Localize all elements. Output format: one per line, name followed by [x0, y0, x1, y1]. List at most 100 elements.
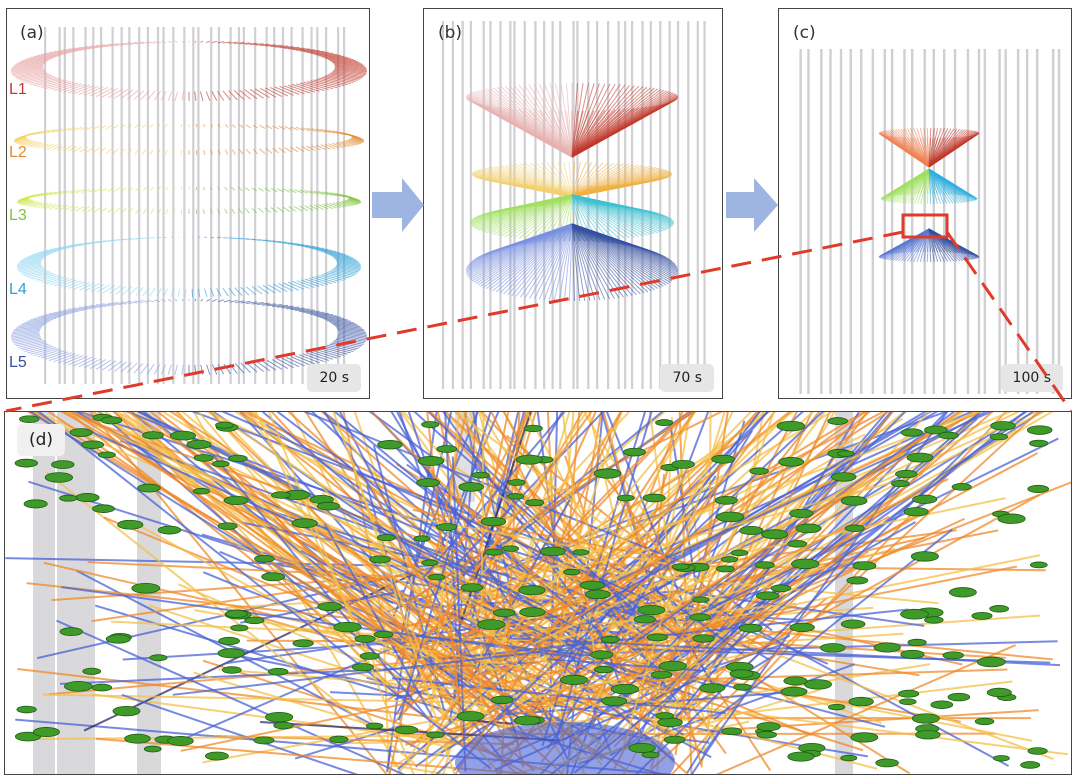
- pillar: [923, 49, 926, 394]
- ring-stroke: [299, 82, 325, 91]
- ring-stroke: [12, 69, 45, 76]
- ring-stroke: [316, 78, 345, 87]
- pillar: [489, 21, 492, 389]
- cone-stroke: [571, 82, 579, 158]
- sensor-node: [890, 480, 910, 488]
- ring-stroke: [200, 364, 204, 375]
- ring-stroke: [42, 129, 54, 134]
- pillar: [242, 27, 245, 384]
- connection-line: [543, 412, 1039, 635]
- pillar: [290, 27, 293, 384]
- ring-stroke: [322, 191, 333, 196]
- pillar: [509, 21, 512, 389]
- cone-stroke: [535, 162, 573, 198]
- ring-stroke: [135, 187, 140, 191]
- connection-line: [619, 565, 1018, 646]
- ring-stroke: [34, 130, 46, 135]
- ring-stroke: [33, 78, 62, 87]
- ring-stroke: [200, 40, 204, 43]
- sensor-node: [218, 636, 240, 646]
- pillar: [1057, 49, 1061, 394]
- ring-stroke: [31, 142, 43, 148]
- sensor-node: [421, 421, 440, 428]
- pillar: [138, 27, 141, 384]
- sensor-node: [273, 721, 294, 730]
- sensor-node: [19, 415, 40, 423]
- pillar: [210, 27, 213, 384]
- ring-stroke: [59, 204, 69, 211]
- pillar: [146, 27, 150, 384]
- cone-stroke: [909, 128, 930, 168]
- sensor-node: [840, 754, 858, 762]
- pillar: [63, 27, 66, 384]
- sensor-node: [59, 494, 78, 502]
- ring-stroke: [217, 123, 221, 128]
- ring-stroke: [41, 191, 52, 197]
- cone-stroke: [916, 127, 930, 168]
- sensor-node: [230, 624, 249, 632]
- ring-stroke: [142, 186, 147, 191]
- sensor-node: [787, 540, 808, 548]
- ring-stroke: [311, 145, 322, 151]
- sensor-node: [804, 679, 832, 690]
- ring-stroke: [67, 127, 77, 132]
- ring-stroke: [195, 186, 198, 191]
- sensor-node: [637, 604, 666, 616]
- pillar: [1025, 49, 1029, 394]
- ring-stroke: [24, 57, 55, 61]
- connection-line: [392, 764, 450, 774]
- ring-stroke: [133, 41, 144, 45]
- sensor-node: [990, 421, 1016, 431]
- panel-a-time-badge: 20 s: [307, 364, 361, 392]
- pillar: [120, 27, 123, 384]
- ring-stroke: [13, 62, 45, 67]
- sensor-node: [795, 523, 822, 534]
- sensor-node: [291, 518, 318, 529]
- ring-stroke: [265, 44, 283, 47]
- sensor-node: [733, 683, 752, 691]
- ring-stroke: [326, 203, 337, 209]
- sensor-node: [157, 525, 182, 535]
- sensor-node: [212, 460, 230, 468]
- ring-stroke: [30, 77, 60, 86]
- ring-stroke: [174, 40, 178, 43]
- ring-stroke: [14, 137, 28, 143]
- cone-stroke: [919, 127, 930, 168]
- ring-stroke: [319, 55, 348, 58]
- ring-stroke: [119, 124, 126, 129]
- ring-stroke: [38, 143, 50, 149]
- panel-d: (d): [4, 411, 1072, 775]
- cone-stroke: [557, 161, 573, 198]
- sensor-node: [413, 535, 431, 542]
- connection-line: [110, 620, 422, 638]
- panel-c: (c) 100 s: [778, 8, 1072, 399]
- ring-stroke: [17, 59, 49, 64]
- pillar: [441, 21, 445, 389]
- pillar: [513, 21, 516, 389]
- pillar: [703, 21, 706, 389]
- cone-stroke: [562, 194, 573, 206]
- sensor-node: [217, 648, 245, 659]
- ring-stroke: [195, 149, 198, 156]
- sensor-node: [642, 493, 666, 503]
- connection-line: [712, 494, 1041, 675]
- ring-stroke: [222, 90, 231, 101]
- connection-line: [513, 637, 1061, 667]
- sensor-node: [167, 736, 194, 746]
- ring-stroke: [127, 124, 133, 129]
- sensor-node: [761, 529, 789, 540]
- panel-c-figure: [799, 49, 1061, 394]
- ring-stroke: [114, 361, 127, 372]
- ring-stroke: [306, 145, 316, 152]
- sensor-node: [507, 479, 526, 486]
- ring-stroke: [62, 145, 72, 152]
- ring-stroke: [311, 127, 321, 133]
- sensor-node: [657, 717, 683, 727]
- ring-stroke: [265, 125, 273, 130]
- ring-stroke: [10, 66, 44, 72]
- ring-stroke: [180, 149, 183, 156]
- ring-stroke: [326, 191, 337, 197]
- ring-stroke: [194, 364, 197, 376]
- sensor-node: [907, 638, 927, 647]
- ring-stroke: [233, 90, 245, 100]
